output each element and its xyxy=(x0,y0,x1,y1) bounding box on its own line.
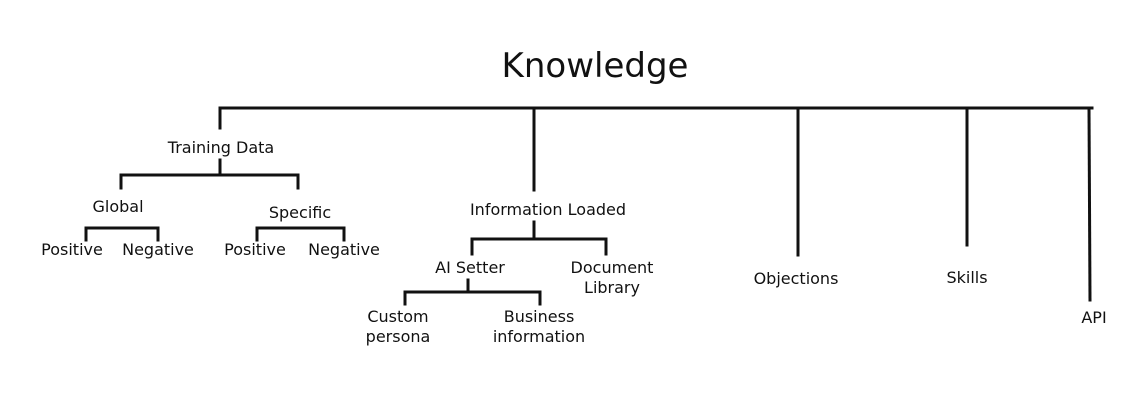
node-global-negative: Negative xyxy=(122,240,194,259)
node-specific: Specific xyxy=(268,203,332,222)
node-specific-negative: Negative xyxy=(308,240,380,259)
api-drop xyxy=(1087,106,1092,302)
node-global-positive: Positive xyxy=(41,240,103,259)
node-training-data: Training Data xyxy=(167,138,275,157)
node-global: Global xyxy=(92,197,144,216)
node-business-information: Business information xyxy=(492,307,586,346)
diagram-title: Knowledge xyxy=(501,46,689,86)
node-specific-positive: Positive xyxy=(224,240,286,259)
node-custom-persona: Custom persona xyxy=(365,307,431,346)
node-api: API xyxy=(1081,308,1107,327)
node-objections: Objections xyxy=(753,269,839,288)
node-ai-setter: AI Setter xyxy=(435,258,505,277)
node-skills: Skills xyxy=(946,268,988,287)
node-document-library: Document Library xyxy=(570,258,654,297)
node-information-loaded: Information Loaded xyxy=(469,200,627,219)
